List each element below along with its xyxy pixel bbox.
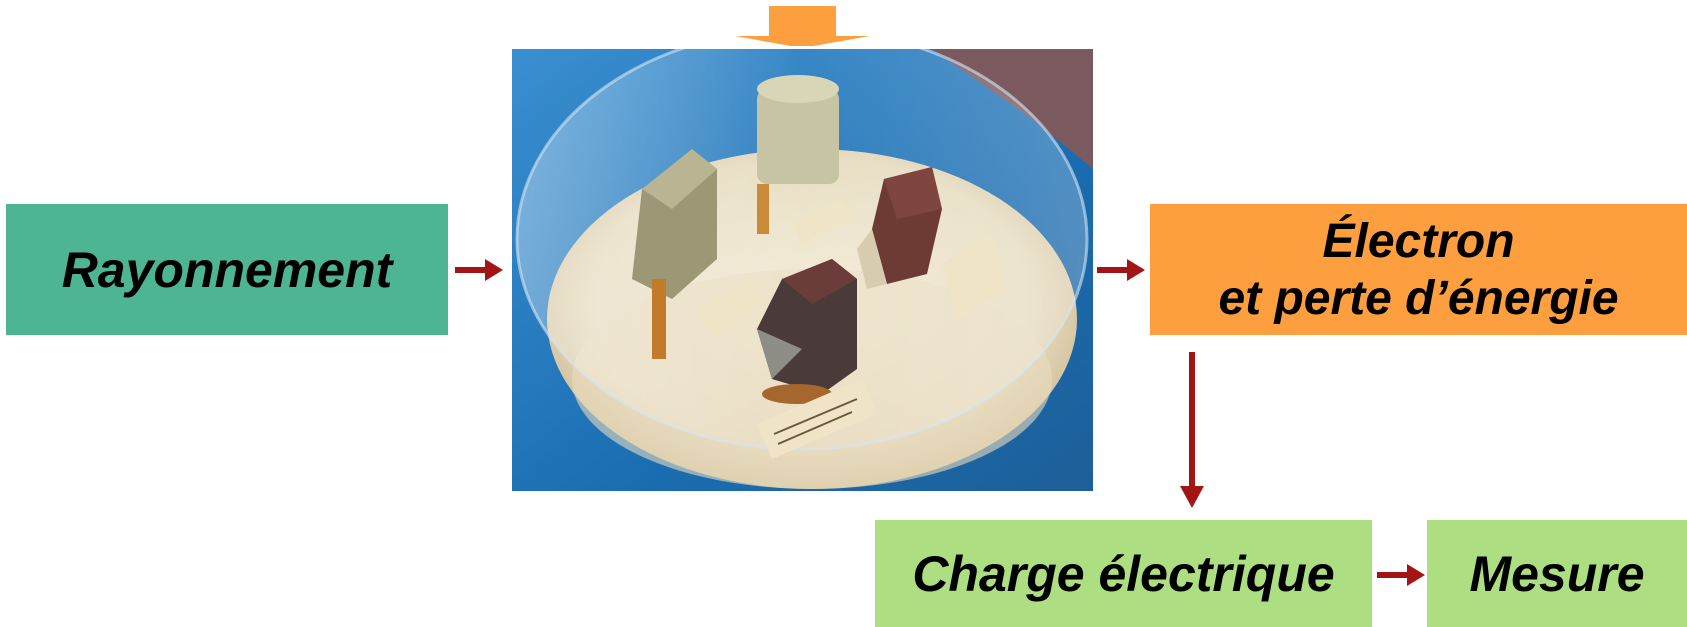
electron-label-line1: Électron [1322, 214, 1515, 268]
arrow-right-icon [1097, 259, 1145, 281]
arrow-down-icon [1180, 352, 1204, 508]
electron-label-line2: et perte d’énergie [1218, 271, 1619, 325]
charge-label: Charge électrique [912, 545, 1335, 602]
rayonnement-box: Rayonnement [6, 204, 448, 335]
crystal-right [857, 167, 942, 289]
rayonnement-label: Rayonnement [61, 241, 393, 298]
incoming-arrow-icon [735, 6, 870, 46]
electron-box: Électron et perte d’énergie [1150, 204, 1687, 335]
mesure-label: Mesure [1469, 545, 1645, 602]
arrow-right-icon [455, 259, 503, 281]
detector-photo [512, 49, 1093, 491]
crystal-top [757, 75, 839, 234]
crystal-left [632, 149, 717, 359]
arrow-right-icon [1377, 564, 1425, 586]
charge-box: Charge électrique [875, 520, 1372, 627]
crystal-center [757, 259, 857, 404]
mesure-box: Mesure [1427, 520, 1687, 627]
